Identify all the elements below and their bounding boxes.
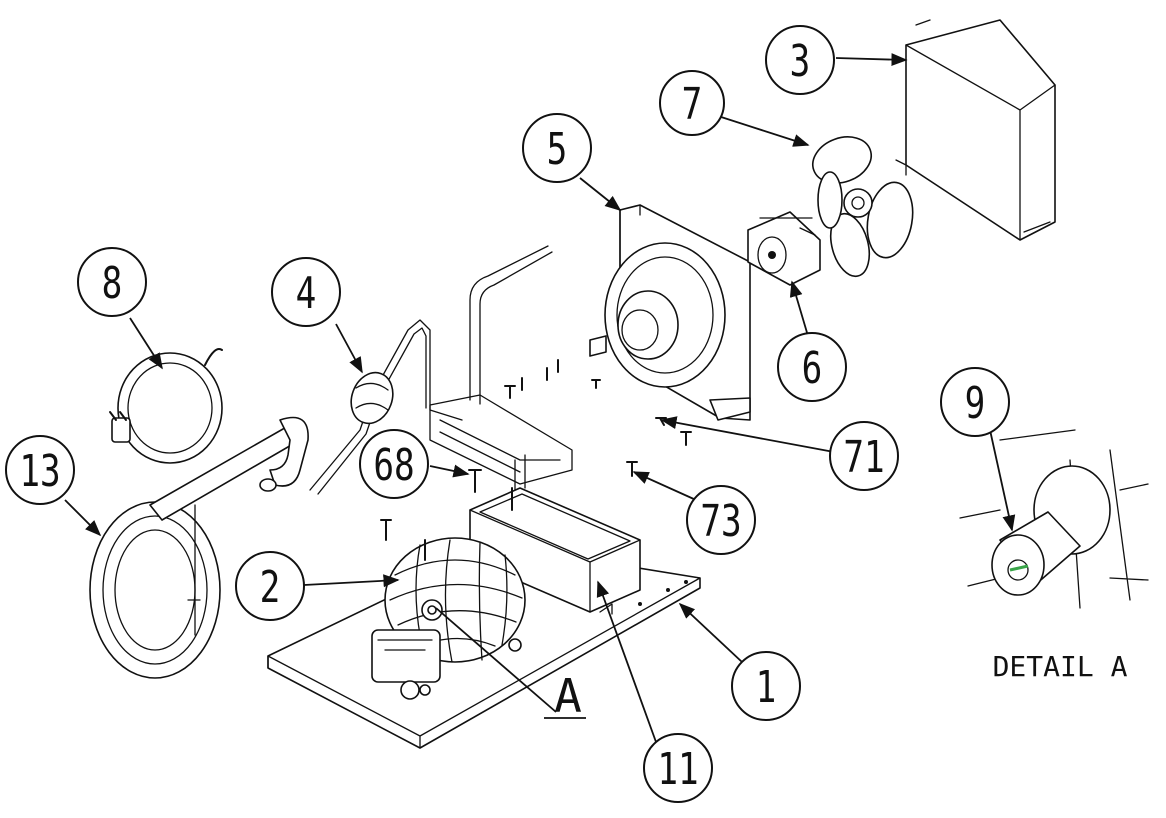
detail-callout-letter: A: [554, 669, 582, 723]
balloon-11-label: 11: [657, 744, 698, 795]
balloon-5: 5: [522, 113, 592, 183]
fan-motor: [747, 211, 821, 286]
leader-lines: [64, 53, 1016, 743]
balloon-13: 13: [5, 435, 75, 505]
balloon-9-label: 9: [965, 378, 986, 429]
balloon-73-label: 73: [700, 496, 741, 547]
balloon-4: 4: [271, 257, 341, 327]
balloon-4-label: 4: [296, 268, 317, 319]
balloon-1: 1: [731, 651, 801, 721]
balloon-2: 2: [235, 551, 305, 621]
filter-drier: [309, 319, 463, 495]
balloon-71: 71: [829, 421, 899, 491]
balloon-7: 7: [659, 70, 725, 136]
balloon-6-label: 6: [802, 343, 823, 394]
compressor: [371, 537, 526, 700]
balloon-9: 9: [940, 367, 1010, 437]
detail-a-caption: DETAIL A: [993, 650, 1128, 683]
balloon-1-label: 1: [756, 662, 777, 713]
balloon-11: 11: [643, 733, 713, 803]
balloon-8: 8: [77, 247, 147, 317]
balloon-5-label: 5: [547, 124, 568, 175]
balloon-8-label: 8: [102, 258, 123, 309]
detail-a-view: [959, 429, 1149, 609]
refrigerant-tubing: [429, 245, 573, 491]
balloon-68-label: 68: [373, 440, 414, 491]
balloon-3-label: 3: [790, 36, 811, 87]
condenser-coil: [895, 19, 1056, 241]
condenser-shroud: [589, 204, 751, 421]
fan-blade: [812, 136, 914, 278]
balloon-3: 3: [765, 25, 835, 95]
condensate-coil: [89, 416, 309, 679]
balloon-2-label: 2: [260, 562, 281, 613]
power-cord: [109, 348, 223, 464]
balloon-71-label: 71: [843, 432, 884, 483]
balloon-68: 68: [359, 429, 429, 499]
balloon-7-label: 7: [682, 79, 703, 130]
balloon-73: 73: [686, 485, 756, 555]
balloon-6: 6: [777, 332, 847, 402]
balloon-13-label: 13: [19, 446, 60, 497]
